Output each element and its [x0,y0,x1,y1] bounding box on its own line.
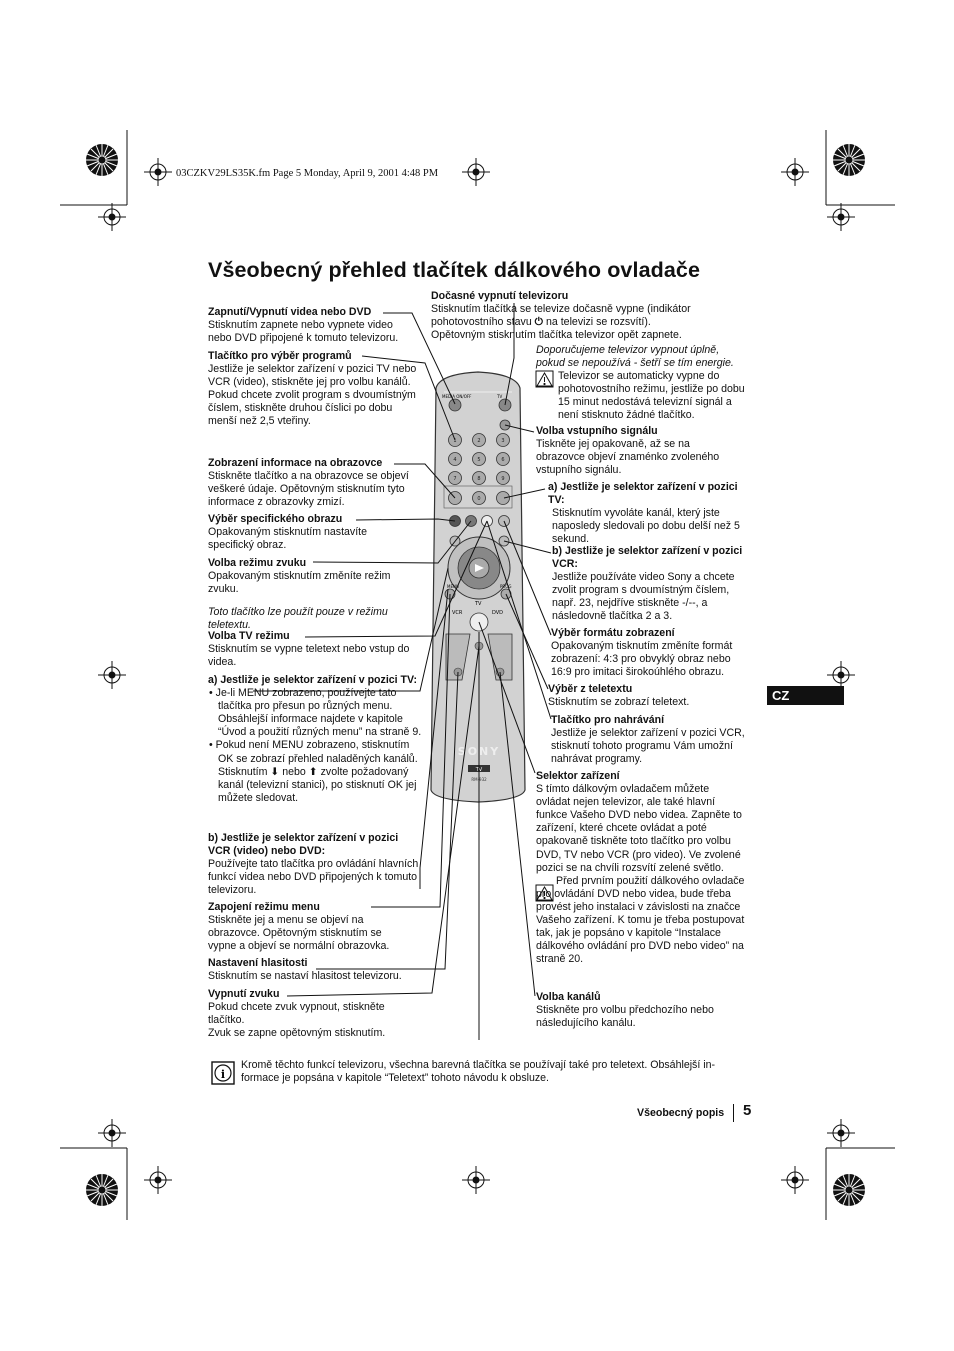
arrow-down-icon: ⬇ [270,765,280,778]
remote-control: MEDIA ON/OFF TV 1 2 3 4 5 6 7 8 9 0 [430,371,526,803]
text-block-vcr-digit: b) Jestliže je selektor zařízení v pozic… [552,545,743,623]
registration-sun-bottom-right [832,1173,866,1207]
registration-sun-top-left [85,143,119,177]
svg-text:VCR: VCR [452,610,463,616]
svg-text:4: 4 [453,457,456,463]
svg-text:3: 3 [501,438,504,444]
registration-sun-bottom-left [85,1173,119,1207]
warning-icon [535,370,554,388]
svg-text:0: 0 [477,496,480,502]
svg-text:5: 5 [477,457,480,463]
text-block-standby-note: Doporučujeme televizor vypnout úplně, po… [536,344,745,422]
svg-text:6: 6 [501,457,504,463]
power-icon: ⏻ [534,316,544,329]
page-title: Všeobecný přehled tlačítek dálkového ovl… [208,258,701,282]
info-icon: i [211,1061,235,1085]
page-number: 5 [743,1102,752,1119]
leader-lines [253,303,552,1040]
svg-text:TV: TV [474,601,482,607]
text-block-tv-selector: a) Jestliže je selektor zařízení v pozic… [208,674,422,804]
svg-text:7: 7 [453,476,456,482]
svg-text:MEDIA ON/OFF: MEDIA ON/OFF [442,394,472,399]
language-tab: CZ [767,686,844,705]
svg-text:DVD: DVD [492,610,503,616]
text-block-standby: Dočasné vypnutí televizoru Stisknutím tl… [431,290,691,342]
text-block-vcr-selector: b) Jestliže je selektor zařízení v pozic… [208,832,419,897]
remote-brand: SONY [458,745,500,758]
crop-marks [60,130,895,1220]
footer-divider [733,1104,734,1122]
footer-section: Všeobecný popis [637,1107,725,1119]
text-block-tv-last-channel: a) Jestliže je selektor zařízení v pozic… [548,481,740,546]
warning-icon-2 [535,884,554,902]
teletext-note: Kromě těchto funkcí televizoru, všechna … [241,1059,716,1085]
svg-text:PROG: PROG [500,584,511,589]
svg-text:i: i [221,1068,225,1081]
arrow-up-icon: ⬆ [308,765,318,778]
file-info-header: 03CZKV29LS35K.fm Page 5 Monday, April 9,… [176,168,439,179]
svg-text:1: 1 [453,438,456,444]
svg-text:9: 9 [501,476,504,482]
svg-text:8: 8 [477,476,480,482]
svg-text:2: 2 [477,438,480,444]
registration-sun-top-right [832,143,866,177]
remote-menu-label: MENU [447,584,459,589]
svg-text:TV: TV [496,394,502,399]
